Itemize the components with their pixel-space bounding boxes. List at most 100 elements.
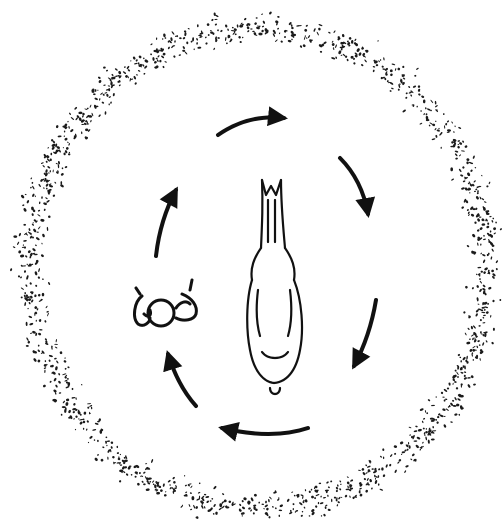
ring-dot xyxy=(469,192,470,193)
ring-dot xyxy=(475,349,477,351)
ring-dot xyxy=(465,285,469,289)
ring-dot xyxy=(422,441,424,443)
ring-dot xyxy=(484,309,486,311)
ring-dot xyxy=(398,89,400,91)
ring-dot xyxy=(186,41,189,44)
ring-dot xyxy=(250,509,253,512)
ring-dot xyxy=(278,515,280,517)
ring-dot xyxy=(427,399,430,402)
ring-dot xyxy=(486,311,490,314)
ring-dot xyxy=(382,474,385,477)
ring-dot xyxy=(459,142,463,146)
ring-dot xyxy=(86,428,88,431)
ring-dot xyxy=(290,510,292,512)
ring-dot xyxy=(419,448,421,450)
ring-dot xyxy=(86,420,89,423)
ring-dot xyxy=(356,48,360,53)
ring-dot xyxy=(378,483,380,486)
ring-dot xyxy=(17,241,20,245)
ring-dot xyxy=(477,218,481,222)
ring-dot xyxy=(291,38,293,40)
arrow-lower-right xyxy=(354,300,376,366)
ring-dot xyxy=(444,125,446,129)
ring-dot xyxy=(185,491,187,493)
ring-dot xyxy=(440,391,443,394)
ring-dot xyxy=(179,37,182,39)
ring-dot xyxy=(420,110,422,112)
ring-dot xyxy=(363,478,366,481)
ring-dot xyxy=(350,56,353,59)
ring-dot xyxy=(123,471,126,474)
ring-dot xyxy=(81,384,83,386)
ring-dot xyxy=(477,340,480,342)
ring-dot xyxy=(250,497,254,502)
ring-dot xyxy=(134,63,138,65)
ring-dot xyxy=(125,74,129,78)
ring-dot xyxy=(385,464,388,468)
ring-dot xyxy=(333,30,336,33)
ring-dot xyxy=(150,43,153,45)
ring-dot xyxy=(464,332,467,335)
ring-dot xyxy=(101,101,104,104)
ring-dot xyxy=(374,480,377,485)
ring-dot xyxy=(31,223,34,226)
ring-dot xyxy=(163,33,166,37)
ring-dot xyxy=(320,496,322,498)
ring-dot xyxy=(28,302,31,305)
ring-dot xyxy=(108,85,111,86)
ring-dot xyxy=(256,17,258,19)
ring-dot xyxy=(470,213,474,217)
ring-dot xyxy=(482,317,484,319)
ring-dot xyxy=(305,489,307,491)
ring-dot xyxy=(188,504,190,507)
ring-dot xyxy=(308,490,311,493)
ring-dot xyxy=(39,201,41,204)
ring-dot xyxy=(46,155,50,159)
ring-dot xyxy=(408,442,409,445)
ring-dot xyxy=(405,465,409,468)
ring-dot xyxy=(291,27,294,30)
ring-dot xyxy=(67,378,69,380)
ring-dot xyxy=(484,306,488,308)
ring-dot xyxy=(445,123,448,126)
ring-dot xyxy=(486,185,488,187)
ring-dot xyxy=(252,31,255,32)
ring-dot xyxy=(37,359,41,363)
ring-dot xyxy=(474,191,476,193)
ring-dot xyxy=(25,284,28,287)
ring-dot xyxy=(64,166,67,169)
ring-dot xyxy=(483,259,486,263)
ring-dot xyxy=(454,413,458,416)
ring-dot xyxy=(451,121,453,124)
ring-dot xyxy=(198,492,201,494)
ring-dot xyxy=(193,48,195,50)
ring-dot xyxy=(54,344,58,345)
ring-dot xyxy=(454,125,455,127)
ring-dot xyxy=(138,70,141,72)
ring-dot xyxy=(442,408,446,411)
ring-dot xyxy=(323,497,326,499)
ring-dot xyxy=(460,174,464,177)
ring-dot xyxy=(481,218,485,222)
ring-dot xyxy=(419,123,422,125)
ring-dot xyxy=(107,457,108,460)
ring-dot xyxy=(471,326,474,330)
ring-dot xyxy=(28,315,32,318)
ring-dot xyxy=(103,67,106,69)
ring-dot xyxy=(119,84,122,86)
ring-dot xyxy=(37,214,41,217)
ring-dot xyxy=(43,384,47,387)
ring-dot xyxy=(143,73,146,75)
ring-dot xyxy=(171,31,175,35)
ring-dot xyxy=(262,25,265,27)
ring-dot xyxy=(170,37,173,41)
ring-dot xyxy=(42,278,44,280)
ring-dot xyxy=(348,37,351,40)
ring-dot xyxy=(69,112,72,115)
ring-dot xyxy=(447,387,450,389)
ring-dot xyxy=(44,370,45,374)
ring-dot xyxy=(418,93,421,96)
ring-dot xyxy=(253,512,255,514)
ring-dot xyxy=(213,504,216,508)
ring-dot xyxy=(337,484,339,487)
